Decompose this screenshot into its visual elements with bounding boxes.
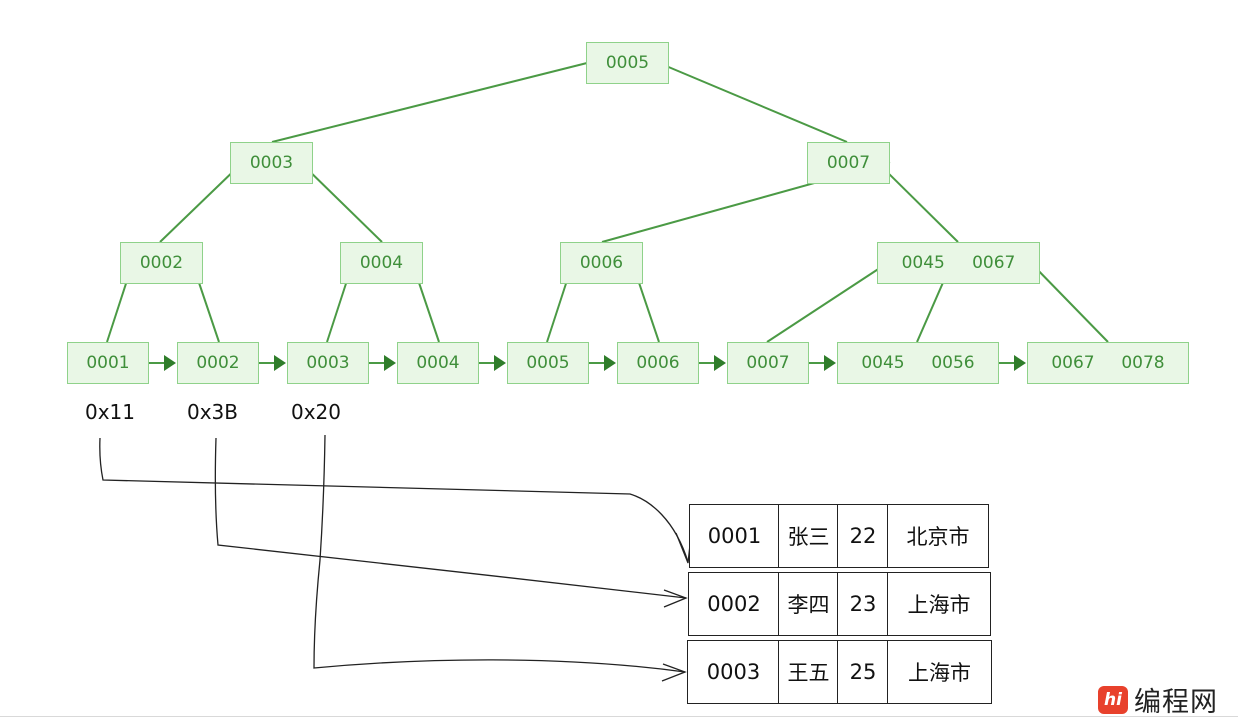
- address-label: 0x20: [291, 400, 342, 424]
- watermark-text: 编程网: [1134, 687, 1218, 718]
- root-node: 0005: [586, 42, 669, 84]
- row3-city-cell: 上海市: [887, 640, 992, 704]
- arrowhead-icon: [714, 355, 726, 371]
- leaf-node: 0004: [397, 342, 479, 384]
- arrowhead-icon: [274, 355, 286, 371]
- address-label: 0x3B: [187, 400, 239, 424]
- leaf-key: 0006: [636, 353, 680, 373]
- leaf-key: 0067: [1051, 353, 1095, 373]
- internal-node-0004: 0004: [340, 242, 423, 284]
- watermark-logo-icon: hi: [1098, 685, 1128, 714]
- leaf-node: 0045 0056: [837, 342, 999, 384]
- row1-age-cell: 22: [837, 504, 889, 568]
- arrowhead-icon: [164, 355, 176, 371]
- pointer-curve: [313, 434, 686, 673]
- row2-id-cell: 0002: [688, 572, 780, 636]
- node-key: 0067: [972, 253, 1016, 273]
- row1-id-cell: 0001: [689, 504, 780, 568]
- row3-id-cell: 0003: [687, 640, 780, 704]
- internal-node-0002: 0002: [120, 242, 203, 284]
- arrowhead-icon: [1014, 355, 1026, 371]
- tree-edge: [876, 161, 959, 243]
- row2-city-cell: 上海市: [887, 572, 991, 636]
- internal-node-0007: 0007: [807, 142, 890, 184]
- node-key: 0006: [579, 253, 624, 273]
- site-watermark: hi 编程网: [1098, 680, 1218, 719]
- arrowhead-icon: [604, 355, 616, 371]
- node-key: 0007: [826, 153, 871, 173]
- row1-name-cell: 张三: [778, 504, 839, 568]
- leaf-node: 0067 0078: [1027, 342, 1189, 384]
- pointer-curve: [99, 437, 689, 563]
- node-key: 0003: [249, 153, 294, 173]
- arrowhead-icon: [661, 663, 687, 682]
- divider: [0, 716, 1238, 717]
- tree-edge: [658, 62, 848, 143]
- pointer-curve: [214, 437, 687, 599]
- leaf-key: 0045: [861, 353, 905, 373]
- leaf-node: 0006: [617, 342, 699, 384]
- arrowhead-icon: [494, 355, 506, 371]
- leaf-key: 0078: [1121, 353, 1165, 373]
- internal-node-0003: 0003: [230, 142, 313, 184]
- tree-edge: [1029, 261, 1109, 343]
- internal-node-0045-0067: 0045 0067: [877, 242, 1040, 284]
- tree-edge: [766, 261, 890, 343]
- row2-age-cell: 23: [837, 572, 889, 636]
- address-label: 0x11: [85, 400, 136, 424]
- leaf-node: 0001: [67, 342, 149, 384]
- tree-edge: [159, 161, 244, 243]
- leaf-node: 0003: [287, 342, 369, 384]
- leaf-node: 0007: [727, 342, 809, 384]
- leaf-key: 0001: [86, 353, 130, 373]
- leaf-key: 0003: [306, 353, 350, 373]
- arrowhead-icon: [384, 355, 396, 371]
- arrowhead-icon: [663, 589, 688, 608]
- leaf-node: 0002: [177, 342, 259, 384]
- row2-name-cell: 李四: [778, 572, 839, 636]
- leaf-key: 0056: [931, 353, 975, 373]
- tree-edge: [271, 62, 588, 143]
- leaf-key: 0004: [416, 353, 460, 373]
- node-key: 0004: [359, 253, 404, 273]
- tree-edge: [299, 161, 383, 243]
- root-key: 0005: [605, 53, 650, 73]
- internal-node-0006: 0006: [560, 242, 643, 284]
- leaf-key: 0007: [746, 353, 790, 373]
- node-key: 0045: [901, 253, 945, 273]
- leaf-key: 0005: [526, 353, 570, 373]
- arrowhead-icon: [824, 355, 836, 371]
- row3-age-cell: 25: [837, 640, 889, 704]
- row1-city-cell: 北京市: [887, 504, 989, 568]
- node-key: 0002: [139, 253, 184, 273]
- leaf-node: 0005: [507, 342, 589, 384]
- row3-name-cell: 王五: [778, 640, 839, 704]
- leaf-key: 0002: [196, 353, 240, 373]
